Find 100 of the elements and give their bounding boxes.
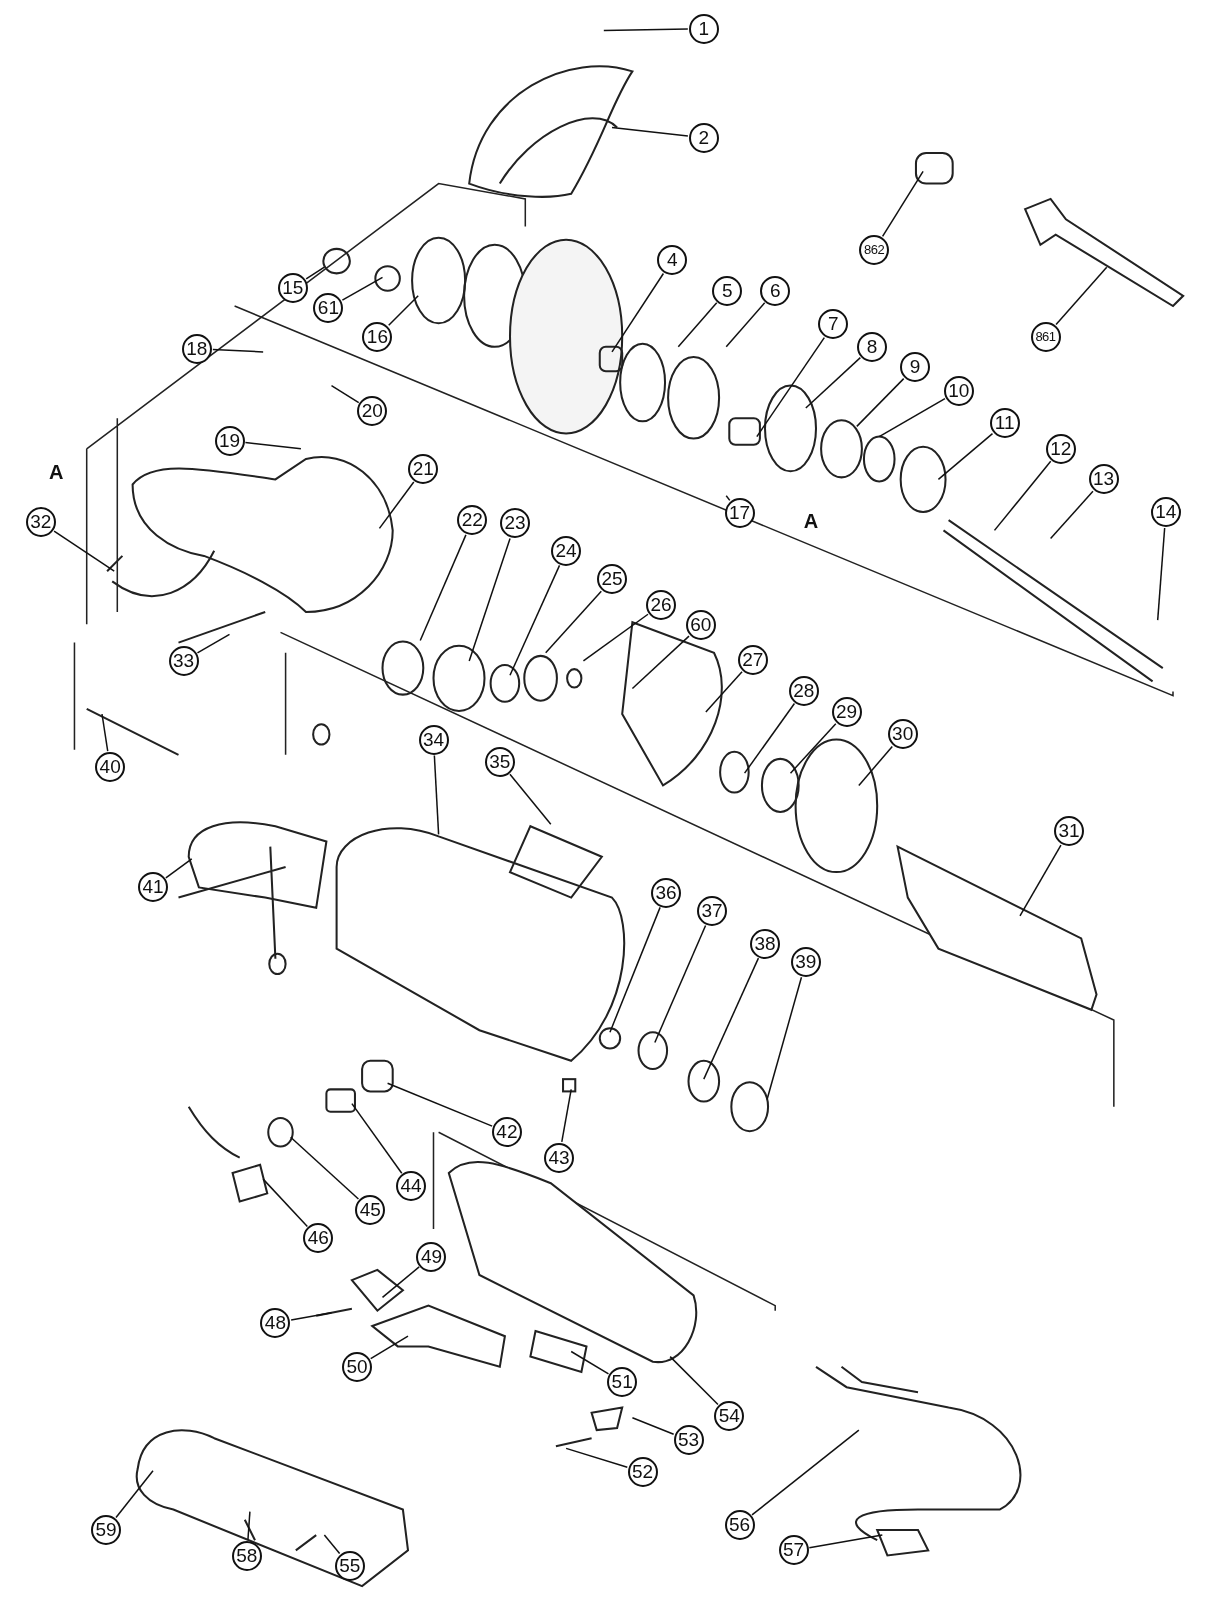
callout-number: 54 — [714, 1400, 745, 1431]
callout-number: 15 — [277, 272, 308, 303]
callout-number: 21 — [408, 454, 439, 485]
callout-number: 2 — [688, 122, 719, 153]
callout-number: 5 — [712, 275, 743, 306]
leader-line — [725, 494, 731, 502]
leader-line — [387, 295, 419, 327]
callout-number: 51 — [607, 1367, 638, 1398]
leader-line — [856, 377, 905, 428]
leader-line — [631, 635, 690, 690]
leader-line — [1049, 490, 1094, 540]
leader-line — [262, 1178, 309, 1228]
callout-number: 11 — [989, 408, 1020, 439]
leader-line — [725, 302, 766, 348]
callout-number: 20 — [357, 396, 388, 427]
callout-number: 46 — [303, 1223, 334, 1254]
callout-number: 50 — [342, 1351, 372, 1382]
callout-number: 32 — [25, 507, 56, 538]
callout-number: 6 — [760, 275, 791, 306]
leader-line — [677, 302, 718, 348]
leader-line — [101, 713, 109, 752]
callout-number: 41 — [138, 872, 168, 903]
leader-line — [603, 28, 689, 32]
leader-line — [703, 957, 760, 1080]
leader-line — [378, 481, 415, 530]
callout-number: 8 — [857, 331, 888, 362]
callout-number: 35 — [484, 746, 515, 777]
callout-number: 43 — [543, 1142, 574, 1173]
callout-number: 49 — [416, 1241, 447, 1272]
reference-letter: A — [803, 510, 819, 533]
leader-line — [247, 1510, 251, 1541]
leader-line — [570, 1350, 610, 1375]
callout-number: 34 — [418, 724, 449, 755]
leader-line — [565, 1447, 629, 1468]
leader-line — [369, 1335, 409, 1360]
reference-letter: A — [48, 461, 64, 485]
leader-line — [805, 356, 862, 409]
callout-number: 29 — [831, 696, 862, 727]
callout-number: 28 — [788, 675, 819, 706]
leader-line — [743, 702, 796, 774]
leader-line — [330, 384, 360, 404]
callout-number: 36 — [651, 877, 682, 908]
callout-number: 57 — [778, 1535, 809, 1566]
leader-line — [881, 170, 924, 238]
leader-line — [544, 590, 603, 654]
leader-line — [290, 1312, 333, 1321]
leader-line — [611, 126, 689, 137]
leader-line — [611, 272, 665, 353]
callout-number: 56 — [724, 1509, 755, 1540]
callout-number: 44 — [396, 1171, 427, 1202]
leader-line — [341, 276, 384, 301]
callout-number: 27 — [737, 644, 768, 675]
leader-line — [509, 773, 552, 825]
leader-line — [654, 924, 707, 1044]
leader-line — [1019, 844, 1062, 917]
callout-number: 22 — [457, 505, 488, 536]
callout-number: 30 — [887, 719, 918, 750]
leader-line — [937, 432, 994, 481]
callout-number: 13 — [1088, 464, 1119, 495]
callout-number: 1 — [688, 13, 719, 44]
leader-line — [419, 534, 467, 642]
leader-line — [212, 348, 264, 353]
callout-number: 52 — [627, 1456, 658, 1487]
leader-line — [165, 858, 193, 879]
leader-line — [751, 1429, 860, 1516]
callout-number: 9 — [899, 352, 930, 383]
leader-line — [561, 1088, 572, 1143]
leader-line — [244, 441, 302, 450]
callout-number: 25 — [597, 564, 627, 595]
callout-number: 861 — [1030, 321, 1061, 352]
leader-line — [669, 1355, 719, 1406]
leader-line — [433, 754, 440, 836]
leader-line — [878, 397, 946, 438]
leader-line — [1156, 527, 1166, 621]
leader-line — [609, 906, 661, 1033]
callout-number: 53 — [673, 1425, 704, 1456]
callout-number: 40 — [95, 752, 126, 783]
leader-line — [351, 1102, 403, 1174]
callout-number: 33 — [168, 645, 199, 676]
callout-number: 17 — [724, 498, 755, 529]
callout-number: 58 — [231, 1540, 262, 1571]
callout-number: 26 — [645, 589, 676, 620]
leader-line — [808, 1534, 884, 1549]
callout-number: 61 — [313, 293, 344, 324]
callout-number: 19 — [214, 425, 245, 456]
callout-number: 48 — [260, 1307, 291, 1338]
callout-number: 60 — [685, 610, 716, 641]
callout-number: 45 — [355, 1194, 386, 1225]
leader-line — [509, 564, 561, 676]
callout-number: 59 — [91, 1515, 122, 1545]
callout-number: 31 — [1053, 816, 1084, 847]
leader-line — [468, 537, 511, 662]
leader-line — [305, 266, 326, 280]
leader-line — [766, 976, 803, 1101]
leader-line — [705, 671, 743, 713]
callout-number: 24 — [551, 535, 582, 566]
callout-number: 39 — [790, 946, 821, 977]
callout-number: 7 — [818, 309, 849, 340]
callout-number: 38 — [750, 928, 780, 959]
callout-number: 10 — [943, 375, 974, 406]
